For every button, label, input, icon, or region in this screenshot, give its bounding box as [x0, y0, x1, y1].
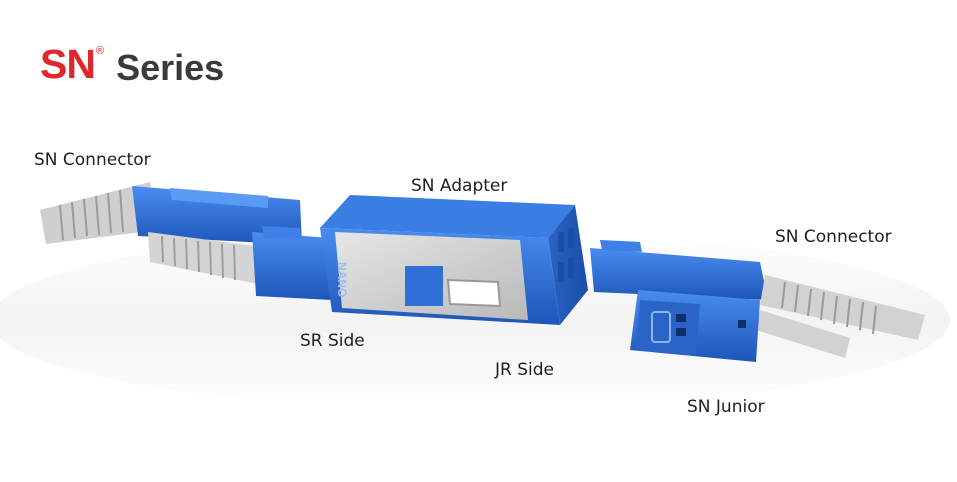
sn-adapter [320, 195, 588, 325]
brand-sn: SN [40, 41, 96, 87]
left-connector-rear [40, 182, 302, 245]
adapter-marking: NANO [335, 262, 349, 297]
left-connector-front [148, 226, 332, 300]
brand-series: Series [116, 47, 225, 88]
label-sn-junior: SN Junior [687, 397, 765, 417]
label-sr-side: SR Side [300, 331, 365, 351]
label-jr-side: JR Side [495, 360, 554, 380]
label-sn-connector-left: SN Connector [34, 150, 151, 170]
right-connector [590, 240, 925, 340]
sn-series-logo: SN ® Series [40, 44, 224, 86]
sn-junior-connector [630, 290, 850, 362]
brand-registered-mark: ® [95, 45, 105, 57]
label-sn-adapter: SN Adapter [411, 176, 508, 196]
label-sn-connector-right: SN Connector [775, 227, 892, 247]
